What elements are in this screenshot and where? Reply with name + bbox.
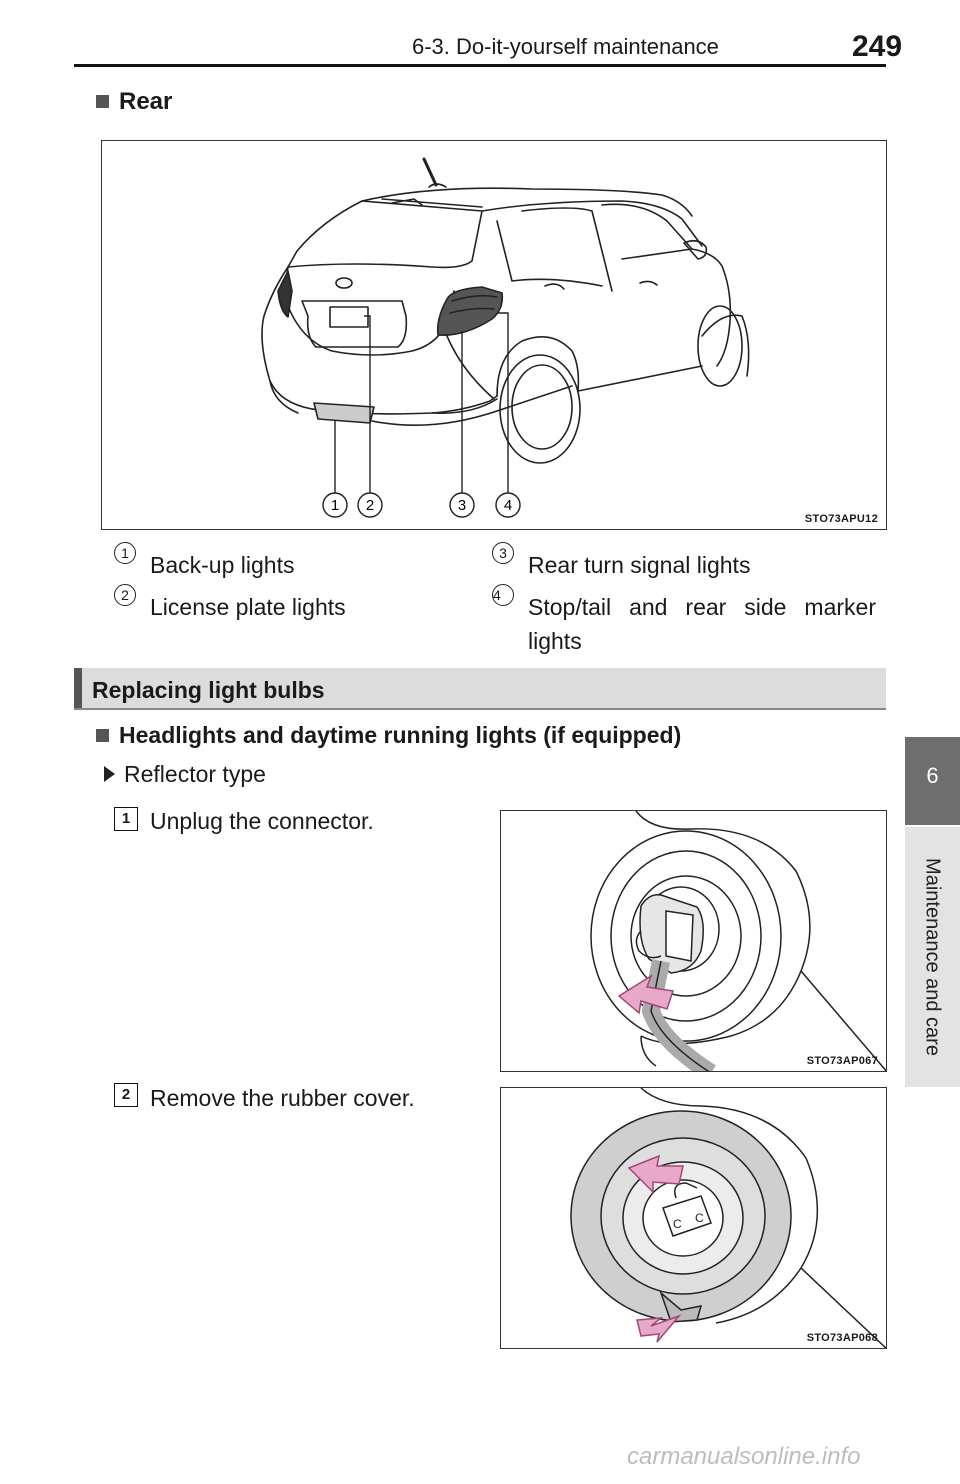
rear-heading-text: Rear: [119, 88, 173, 115]
section-title: 6-3. Do-it-yourself maintenance: [412, 34, 719, 59]
headlights-heading-text: Headlights and daytime running lights (i…: [119, 722, 682, 748]
legend-item-turn: 3 Rear turn signal lights: [492, 542, 876, 582]
section-marker: [74, 668, 82, 708]
legend-label: Stop/tail and rear side marker lights: [528, 594, 876, 654]
rear-heading: Rear: [96, 88, 172, 116]
step-1-number: 1: [114, 807, 138, 831]
callout-3-label: 3: [458, 497, 466, 514]
legend-number: 4: [492, 584, 514, 606]
legend-number: 3: [492, 542, 514, 564]
square-bullet-icon: [96, 95, 109, 108]
section-title-text: Replacing light bulbs: [92, 677, 325, 703]
legend-label: License plate lights: [150, 594, 346, 620]
page-number: 249: [852, 30, 903, 63]
step-1-text: Unplug the connector.: [150, 808, 374, 834]
unplug-connector-figure: STO73AP067: [500, 810, 887, 1072]
chapter-tab: [905, 737, 960, 825]
legend-label: Back-up lights: [150, 552, 295, 578]
chapter-title: Maintenance and care: [921, 858, 944, 1056]
svg-text:C: C: [695, 1211, 704, 1225]
legend-item-stop-tail: 4 Stop/tail and rear side marker lights: [492, 584, 876, 658]
legend-item-license: 2 License plate lights: [114, 584, 454, 624]
peel-arrow-icon-bottom: [636, 1314, 682, 1343]
callout-4-label: 4: [504, 497, 512, 514]
step-2-number: 2: [114, 1083, 138, 1107]
rubber-cover-illustration: C C: [570, 1088, 886, 1348]
triangle-bullet-icon: [104, 766, 115, 782]
chapter-strip: [905, 827, 960, 1087]
figure-code: STO73AP068: [806, 1332, 878, 1344]
connector-illustration: [590, 811, 886, 1071]
legend-label: Rear turn signal lights: [528, 552, 751, 578]
callout-1: [322, 492, 348, 518]
peel-arrow-icon-top: [627, 1154, 684, 1194]
figure-code: STO73APU12: [804, 513, 878, 525]
car-rear-illustration: 1 2 3 4: [261, 157, 750, 518]
rubber-cover-figure: C C STO73AP068: [500, 1087, 887, 1349]
header-rule: [74, 64, 886, 67]
callout-1-label: 1: [331, 497, 339, 514]
svg-text:C: C: [673, 1217, 682, 1231]
reflector-type-label: Reflector type: [124, 761, 266, 787]
section-header: Replacing light bulbs: [74, 668, 886, 710]
legend-number: 2: [114, 584, 136, 606]
figure-code: STO73AP067: [806, 1055, 878, 1067]
pull-arrow-icon: [617, 974, 674, 1015]
step-2-text: Remove the rubber cover.: [150, 1085, 415, 1111]
callout-3: [449, 492, 475, 518]
callout-2-label: 2: [366, 497, 374, 514]
watermark: carmanualsonline.info: [627, 1443, 861, 1470]
chapter-number: 6: [926, 763, 939, 788]
square-bullet-icon: [96, 729, 109, 742]
legend-item-backup: 1 Back-up lights: [114, 542, 454, 582]
legend-number: 1: [114, 542, 136, 564]
callout-4: [495, 492, 521, 518]
rear-lights-figure: 1 2 3 4 STO73APU12: [101, 140, 887, 530]
headlights-heading: Headlights and daytime running lights (i…: [96, 722, 681, 749]
callout-2: [357, 492, 383, 518]
